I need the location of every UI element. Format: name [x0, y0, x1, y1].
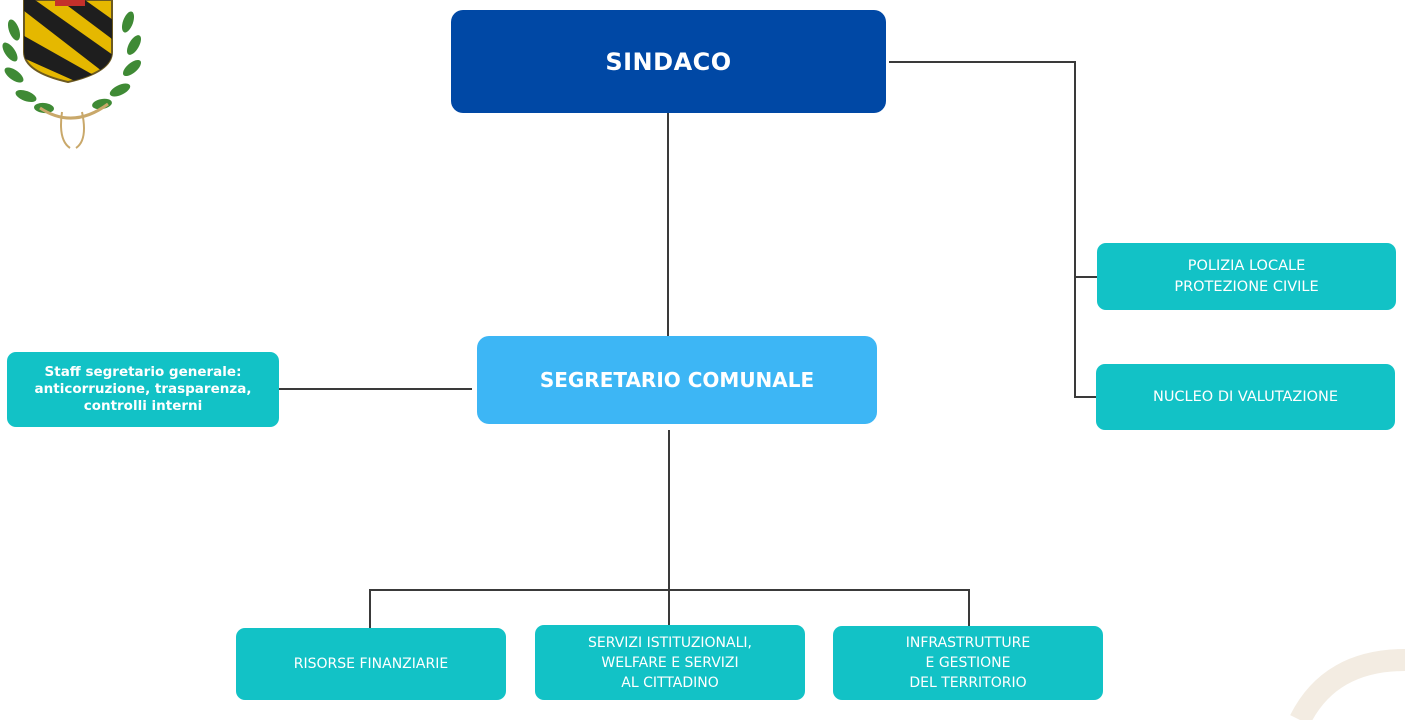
staff-segretario-node: Staff segretario generale: anticorruzion… [7, 352, 279, 427]
connector-to-infra [968, 589, 970, 626]
servizi-istituzionali-label: SERVIZI ISTITUZIONALI, WELFARE E SERVIZI… [588, 634, 752, 691]
sindaco-label: SINDACO [605, 47, 732, 76]
connector-to-risorse [369, 589, 371, 628]
risorse-finanziarie-node: RISORSE FINANZIARIE [236, 628, 506, 700]
polizia-locale-node: POLIZIA LOCALE PROTEZIONE CIVILE [1097, 243, 1396, 310]
connector-to-nucleo [1074, 396, 1096, 398]
sindaco-node: SINDACO [451, 10, 886, 113]
connector-to-polizia [1074, 276, 1097, 278]
infrastrutture-label: INFRASTRUTTURE E GESTIONE DEL TERRITORIO [905, 635, 1031, 691]
municipal-coat-of-arms-icon [2, 0, 142, 149]
decorative-curve-watermark [1290, 649, 1405, 720]
connector-right-vertical [1074, 61, 1076, 398]
connector-to-servizi [668, 589, 670, 625]
risorse-finanziarie-label: RISORSE FINANZIARIE [293, 656, 449, 672]
connector-sindaco-right [889, 61, 1076, 63]
segretario-comunale-label: SEGRETARIO COMUNALE [539, 368, 815, 392]
infrastrutture-node: INFRASTRUTTURE E GESTIONE DEL TERRITORIO [833, 626, 1103, 700]
connector-staff [279, 388, 472, 390]
nucleo-valutazione-node: NUCLEO DI VALUTAZIONE [1096, 364, 1395, 430]
segretario-comunale-node: SEGRETARIO COMUNALE [477, 336, 877, 424]
connector-sindaco-segretario [667, 113, 669, 336]
nucleo-valutazione-label: NUCLEO DI VALUTAZIONE [1152, 389, 1339, 405]
connector-segretario-down [668, 430, 670, 590]
staff-segretario-label: Staff segretario generale: anticorruzion… [34, 364, 252, 414]
servizi-istituzionali-node: SERVIZI ISTITUZIONALI, WELFARE E SERVIZI… [535, 625, 805, 700]
polizia-locale-label: POLIZIA LOCALE PROTEZIONE CIVILE [1174, 257, 1319, 295]
